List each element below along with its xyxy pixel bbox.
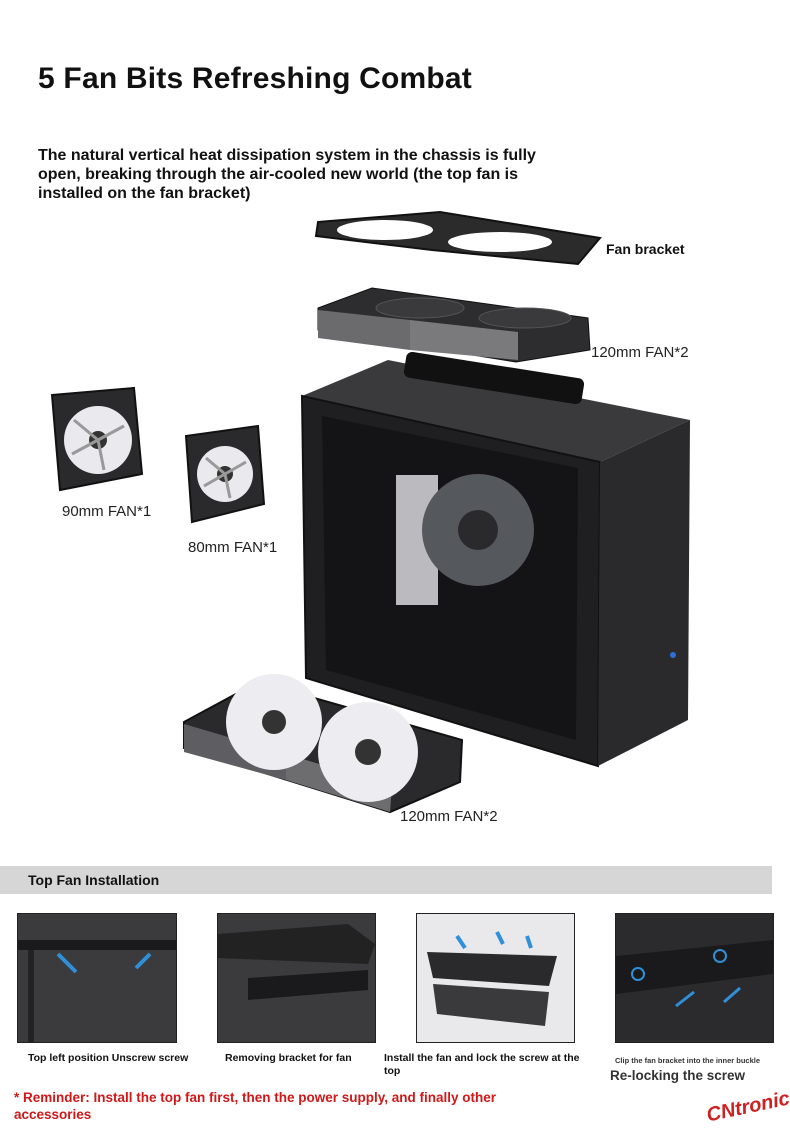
step-1-image — [17, 913, 177, 1043]
bottom-fans-image — [183, 674, 464, 814]
step-3-caption: Install the fan and lock the screw at th… — [384, 1052, 580, 1077]
label-fan-bracket: Fan bracket — [606, 241, 685, 257]
product-illustration — [50, 210, 690, 814]
step-3-image — [416, 913, 575, 1043]
label-fan-90: 90mm FAN*1 — [62, 503, 152, 520]
step-4-caption: Clip the fan bracket into the inner buck… — [615, 1056, 761, 1065]
fan-bracket-image — [314, 210, 602, 266]
chassis-image — [300, 351, 690, 768]
section-header: Top Fan Installation — [0, 866, 772, 894]
step-4-image — [615, 913, 774, 1043]
fan-80mm-image — [184, 424, 266, 524]
label-bottom-fan: 120mm FAN*2 — [400, 808, 498, 825]
step-4-subcaption: Re-locking the screw — [610, 1068, 746, 1083]
step-2-image — [217, 913, 376, 1043]
reminder-text: * Reminder: Install the top fan first, t… — [14, 1090, 497, 1122]
label-fan-80: 80mm FAN*1 — [188, 539, 278, 556]
step-1-caption: Top left position Unscrew screw — [28, 1052, 189, 1064]
label-top-fan: 120mm FAN*2 — [591, 344, 689, 361]
watermark-logo: CNtronic — [704, 1087, 790, 1127]
section-title: Top Fan Installation — [28, 872, 160, 888]
page-title: 5 Fan Bits Refreshing Combat — [38, 62, 472, 95]
intro-text: The natural vertical heat dissipation sy… — [38, 147, 536, 202]
top-fans-image — [317, 287, 591, 363]
fan-90mm-image — [50, 386, 144, 492]
step-2-caption: Removing bracket for fan — [225, 1052, 352, 1064]
